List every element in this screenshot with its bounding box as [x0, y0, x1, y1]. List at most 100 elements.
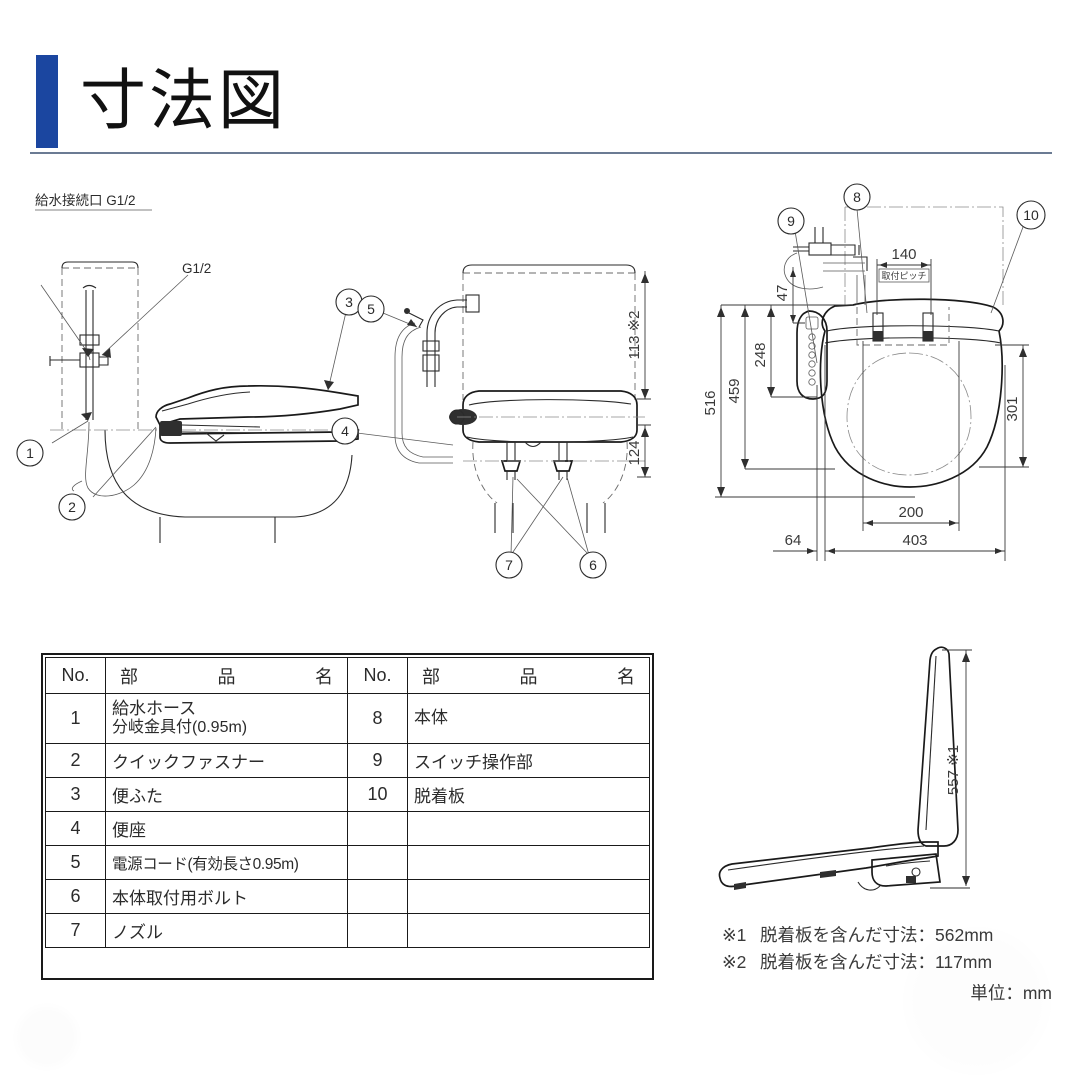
- callout-4: 4: [331, 417, 359, 445]
- dimarrow-403-left: [827, 548, 835, 554]
- row-name-7: ノズル: [105, 913, 348, 948]
- svg-text:1: 1: [26, 445, 34, 461]
- bowl-base: [159, 517, 276, 543]
- dimension-47: 47: [774, 285, 791, 302]
- bolt-thread: [506, 471, 568, 480]
- unit-note: 単位：mm: [970, 983, 1052, 1003]
- header-name-right: 部 品 名: [407, 657, 650, 694]
- table-header-row: No. 部 品 名 No. 部 品 名: [45, 657, 650, 694]
- pitch-note-box: [878, 268, 930, 283]
- supply-stub: [814, 227, 824, 243]
- note-1-text: 脱着板を含んだ寸法：562mm: [760, 925, 994, 945]
- dimension-64: 64: [785, 532, 802, 549]
- bowl-front-legs: [494, 503, 606, 533]
- seat-plan-edge: [824, 337, 1002, 344]
- dimarrow-200-right: [949, 520, 957, 526]
- nozzle-front: [524, 441, 542, 448]
- foot-pad-mid: [820, 870, 836, 878]
- tank-top: [61, 261, 139, 269]
- bowl-outline: [104, 429, 353, 518]
- table-row: 1 給水ホース 分岐金具付(0.95m) 8 本体: [45, 693, 650, 744]
- row-no-1: 1: [45, 693, 106, 744]
- dimension-403: 403: [902, 532, 927, 549]
- page-title: 寸法図: [80, 63, 287, 137]
- leader-7: [510, 476, 514, 556]
- svg-text:6: 6: [589, 557, 597, 573]
- mounting-bracket-outline: [856, 307, 950, 346]
- dimarrow-124-top: [641, 427, 649, 437]
- callout-2: 2: [58, 493, 86, 521]
- header-no-right: No.: [347, 657, 408, 694]
- branch-fitting-body: [79, 352, 100, 368]
- seat-detail-lines: [181, 424, 261, 434]
- elbow-fitting: [853, 245, 868, 271]
- supply-elbow: [426, 299, 467, 334]
- page-header: 寸法図: [0, 0, 1080, 165]
- dimarrow-47-bot: [790, 315, 796, 323]
- tank-outline: [61, 267, 139, 430]
- hose-end: [71, 480, 83, 492]
- leader-1: [51, 420, 89, 444]
- power-cord-outer: [394, 322, 453, 464]
- dimarrow-113-bot: [641, 389, 649, 399]
- note-2-mark: ※2: [722, 952, 747, 972]
- lid-inner-edge: [161, 391, 251, 412]
- dimarrow-557-bot: [962, 876, 970, 886]
- lid-open-profile: [917, 646, 959, 847]
- dimension-459: 459: [726, 378, 743, 403]
- leader-8: [856, 208, 868, 314]
- row-no-empty-4: [347, 913, 408, 948]
- dimension-124: 124: [626, 440, 643, 465]
- toilet-seat-profile: [159, 423, 359, 444]
- label-thread-g12: G1/2: [182, 261, 211, 276]
- row-name-1-line2: 分岐金具付(0.95m): [112, 719, 248, 737]
- hinge-block: [160, 421, 182, 436]
- arrow-1: [81, 412, 92, 421]
- left-extension-lines: [721, 304, 853, 470]
- row-no-3: 3: [45, 777, 106, 812]
- dimension-516: 516: [702, 390, 719, 415]
- body-block-line: [885, 860, 931, 867]
- leader-9: [794, 230, 818, 364]
- row-no-empty-1: [347, 811, 408, 846]
- tank-rect: [462, 272, 636, 400]
- body-bottom-edge: [466, 436, 634, 443]
- callout-1: 1: [16, 439, 44, 467]
- row-no-9: 9: [347, 743, 408, 778]
- row-no-8: 8: [347, 693, 408, 744]
- row-name-empty-4: [407, 913, 650, 948]
- dimension-140: 140: [891, 246, 916, 263]
- dimarrow-140-right: [921, 262, 929, 268]
- dimension-113: 113 ※2: [626, 311, 643, 360]
- row-no-5: 5: [45, 845, 106, 880]
- leader-supply-port-a: [40, 284, 89, 354]
- row-name-3: 便ふた: [105, 777, 348, 812]
- row-name-9: スイッチ操作部: [407, 743, 650, 778]
- dimarrow-124-bot: [641, 467, 649, 477]
- leader-2: [92, 426, 157, 498]
- bolt-head-right: [552, 460, 574, 472]
- switch-operation-panel: [796, 310, 828, 400]
- dimarrow-47-top: [790, 269, 796, 277]
- callout-3: 3: [335, 288, 363, 316]
- svg-text:7: 7: [505, 557, 513, 573]
- nozzle-bottom: [857, 881, 881, 891]
- callout-7: 7: [495, 551, 523, 579]
- table-row: 4 便座: [45, 811, 650, 846]
- switch-panel-buttons: [805, 316, 819, 386]
- row-no-empty-3: [347, 879, 408, 914]
- callout-10: 10: [1016, 200, 1046, 230]
- drawing-left-side-view: 給水接続口 G1/2 G1/2 1 2 3: [10, 185, 370, 545]
- branch-fitting-upper: [79, 334, 100, 346]
- row-name-empty-1: [407, 811, 650, 846]
- toilet-lid-profile: [155, 384, 359, 427]
- branch-outlet: [99, 356, 109, 366]
- supply-outlet-top: [831, 244, 856, 256]
- row-no-10: 10: [347, 777, 408, 812]
- body-label-plate: [906, 876, 916, 883]
- callout-5: 5: [357, 295, 385, 323]
- bolt-right-marker: [923, 331, 933, 341]
- power-cord-inner: [401, 326, 453, 458]
- parts-table: No. 部 品 名 No. 部 品 名 1 給水ホース 分岐金具付(0.95m)…: [45, 657, 650, 948]
- supply-inlet-top: [793, 246, 809, 252]
